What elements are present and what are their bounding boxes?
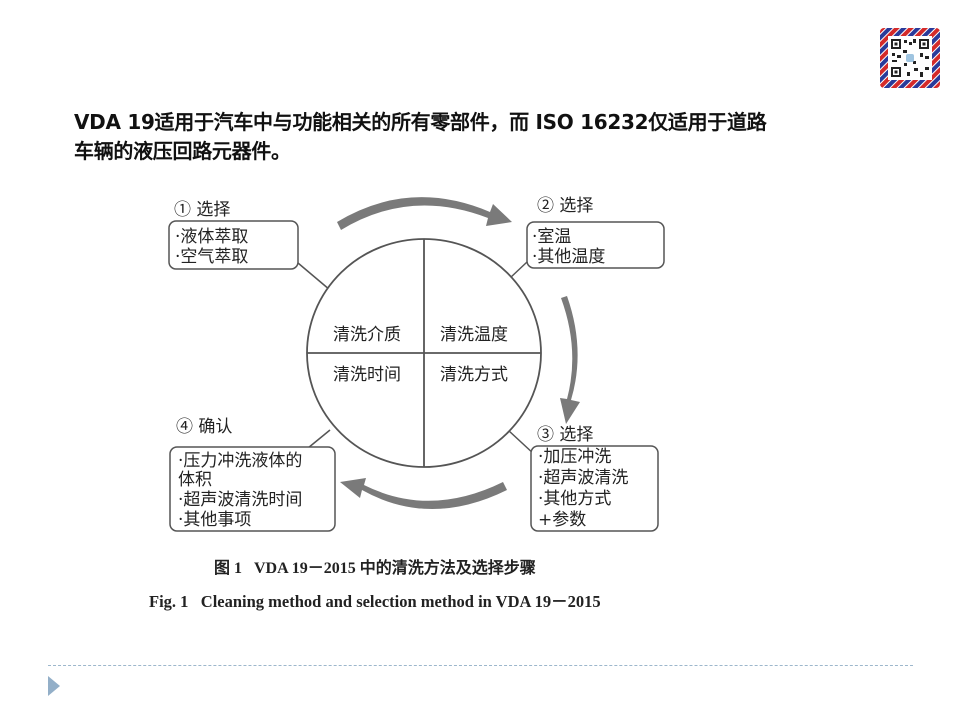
heading-line-2: 车辆的液压回路元器件。 [74,139,291,163]
step-4-title: ④ 确认 [176,417,232,437]
step-2-title: ② 选择 [537,196,593,216]
heading-line-1: VDA 19适用于汽车中与功能相关的所有零部件，而 ISO 16232仅适用于道… [74,110,767,134]
qr-code-icon [880,28,940,88]
arrow-icon [337,197,580,509]
quadrant-cleaning-time: 清洗时间 [333,365,401,385]
step-4-item: ·超声波清洗时间 [178,490,302,510]
step-2-item: ·室温 [532,227,571,247]
step-3-title: ③ 选择 [537,425,593,445]
step-1-item: ·液体萃取 [175,227,248,247]
step-4-box [169,446,336,532]
step-4-item: ·压力冲洗液体的 [178,451,302,471]
triangle-bullet-icon [48,676,60,696]
step-3-item: +参数 [538,510,586,530]
step-3-item: ·其他方式 [538,489,611,509]
step-1-box [168,220,299,270]
figure-caption-chinese: 图 1 VDA 19－2015 中的清洗方法及选择步骤 [214,560,536,577]
step-1-title: ① 选择 [174,200,230,220]
step-2-box [526,221,665,269]
quadrant-cleaning-medium: 清洗介质 [333,325,401,345]
step-3-item: ·超声波清洗 [538,468,628,488]
step-1-item: ·空气萃取 [175,247,248,267]
slide-heading: VDA 19适用于汽车中与功能相关的所有零部件，而 ISO 16232仅适用于道… [74,108,914,166]
step-3-item: ·加压冲洗 [538,447,611,467]
central-circle [306,238,542,468]
quadrant-cleaning-method: 清洗方式 [440,365,508,385]
step-4-item: 体积 [178,470,212,490]
quadrant-cleaning-temperature: 清洗温度 [440,325,508,345]
step-4-item: ·其他事项 [178,510,251,530]
figure-caption-english: Fig. 1 Cleaning method and selection met… [149,592,601,611]
step-2-item: ·其他温度 [532,247,605,267]
step-3-box [530,445,659,532]
cleaning-method-diagram: 清洗介质 清洗温度 清洗时间 清洗方式 ① 选择 ·液体萃取 ·空气萃取 ② 选… [150,180,690,540]
footer-divider [48,665,913,666]
